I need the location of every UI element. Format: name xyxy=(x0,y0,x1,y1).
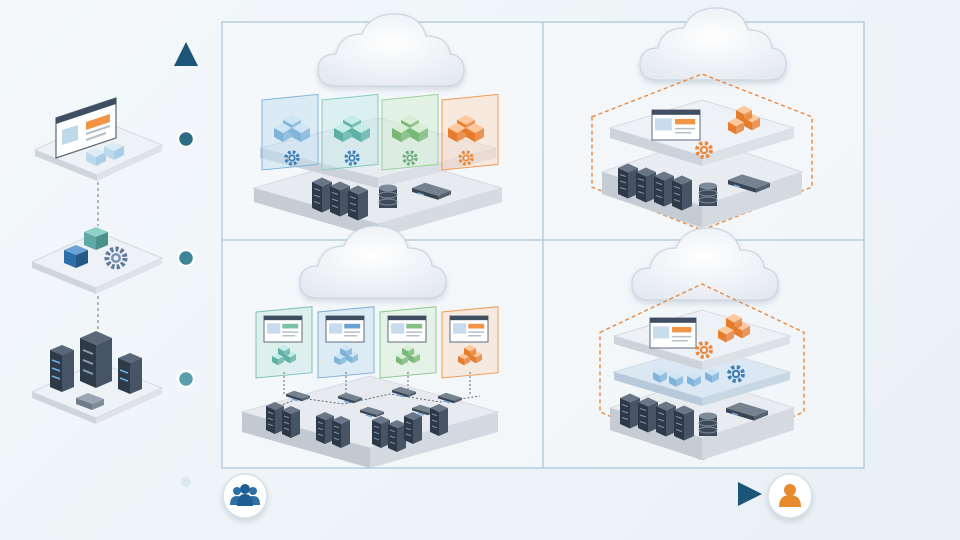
server-icon xyxy=(388,419,406,453)
storage-icon xyxy=(698,182,718,206)
left-stack-level-infrastructure xyxy=(30,331,164,424)
horizontal-axis xyxy=(269,482,762,506)
cube xyxy=(292,123,310,142)
server-icon xyxy=(638,397,658,433)
server-icon xyxy=(430,403,448,437)
cube xyxy=(653,368,667,383)
quadrant-top-left xyxy=(252,13,504,238)
dedicated-runtime-platform xyxy=(612,345,792,406)
single-user-icon xyxy=(767,473,813,519)
cloud-icon xyxy=(317,13,465,87)
network-appliance-icon xyxy=(412,182,451,200)
server-icon xyxy=(332,415,350,449)
application-window-icon xyxy=(449,315,489,343)
cube xyxy=(687,372,701,387)
cloud-icon xyxy=(639,7,787,81)
axis-marker xyxy=(176,248,196,268)
cube xyxy=(410,123,428,142)
server-icon xyxy=(620,393,640,429)
application-window-icon xyxy=(387,315,427,343)
cube xyxy=(278,344,290,358)
cube xyxy=(448,123,466,142)
server-icon xyxy=(312,177,332,213)
quadrant-top-right xyxy=(591,7,813,231)
server-icon xyxy=(654,171,674,207)
user-group-icon xyxy=(222,473,268,519)
application-window-icon xyxy=(651,109,701,141)
cube xyxy=(669,372,683,387)
cube xyxy=(392,123,410,142)
server-icon xyxy=(618,163,638,199)
gear-icon xyxy=(695,341,713,359)
gear-icon xyxy=(284,150,300,166)
network-appliance-icon xyxy=(360,406,384,418)
server-rack-icon xyxy=(50,331,142,410)
axis-marker xyxy=(176,369,196,389)
storage-icon xyxy=(698,412,718,436)
left-stack-level-application xyxy=(33,97,164,181)
left-stack-level-runtime xyxy=(30,227,164,294)
cube xyxy=(340,344,352,358)
application-window-icon xyxy=(263,315,303,343)
server-icon xyxy=(404,411,422,445)
cube xyxy=(726,313,742,331)
cube xyxy=(736,105,752,123)
network-appliance-icon xyxy=(286,390,310,402)
server-icon xyxy=(656,401,676,437)
network-appliance-icon xyxy=(726,402,768,421)
container-and-gear-icon xyxy=(64,227,128,270)
gear-icon xyxy=(344,150,360,166)
application-window-icon xyxy=(325,315,365,343)
cube xyxy=(352,123,370,142)
server-icon xyxy=(372,415,390,449)
network-appliance-icon xyxy=(728,174,770,193)
small-cube xyxy=(86,142,124,166)
network-appliance-icon xyxy=(392,386,416,398)
server-icon xyxy=(266,401,284,435)
cube xyxy=(466,123,484,142)
server-icon xyxy=(316,411,334,445)
server-icon xyxy=(282,405,300,439)
quadrant-bottom-right xyxy=(599,227,805,461)
gear-icon xyxy=(402,150,418,166)
cloud-icon xyxy=(631,227,779,301)
cube xyxy=(718,325,734,343)
gear-icon xyxy=(458,150,474,166)
dashed-isolation-boundary xyxy=(599,283,805,461)
server-icon xyxy=(674,405,694,441)
application-window-icon xyxy=(649,317,697,349)
server-icon xyxy=(330,181,350,217)
storage-icon xyxy=(378,184,398,208)
gear-icon xyxy=(695,141,713,159)
server-icon xyxy=(636,167,656,203)
cloud-icon xyxy=(299,225,447,299)
server-icon xyxy=(348,185,368,221)
server-icon xyxy=(672,175,692,211)
network-appliance-icon xyxy=(438,392,462,404)
cube xyxy=(705,368,719,383)
cube xyxy=(402,344,414,358)
cube xyxy=(334,123,352,142)
gear-icon xyxy=(727,365,745,383)
network-appliance-icon xyxy=(338,392,362,404)
cube xyxy=(464,344,476,358)
quadrant-bottom-left xyxy=(240,225,500,468)
cube xyxy=(274,123,292,142)
application-window-icon xyxy=(55,97,117,159)
axis-marker xyxy=(176,129,196,149)
dashed-isolation-boundary xyxy=(591,73,813,231)
vertical-axis xyxy=(174,42,198,487)
